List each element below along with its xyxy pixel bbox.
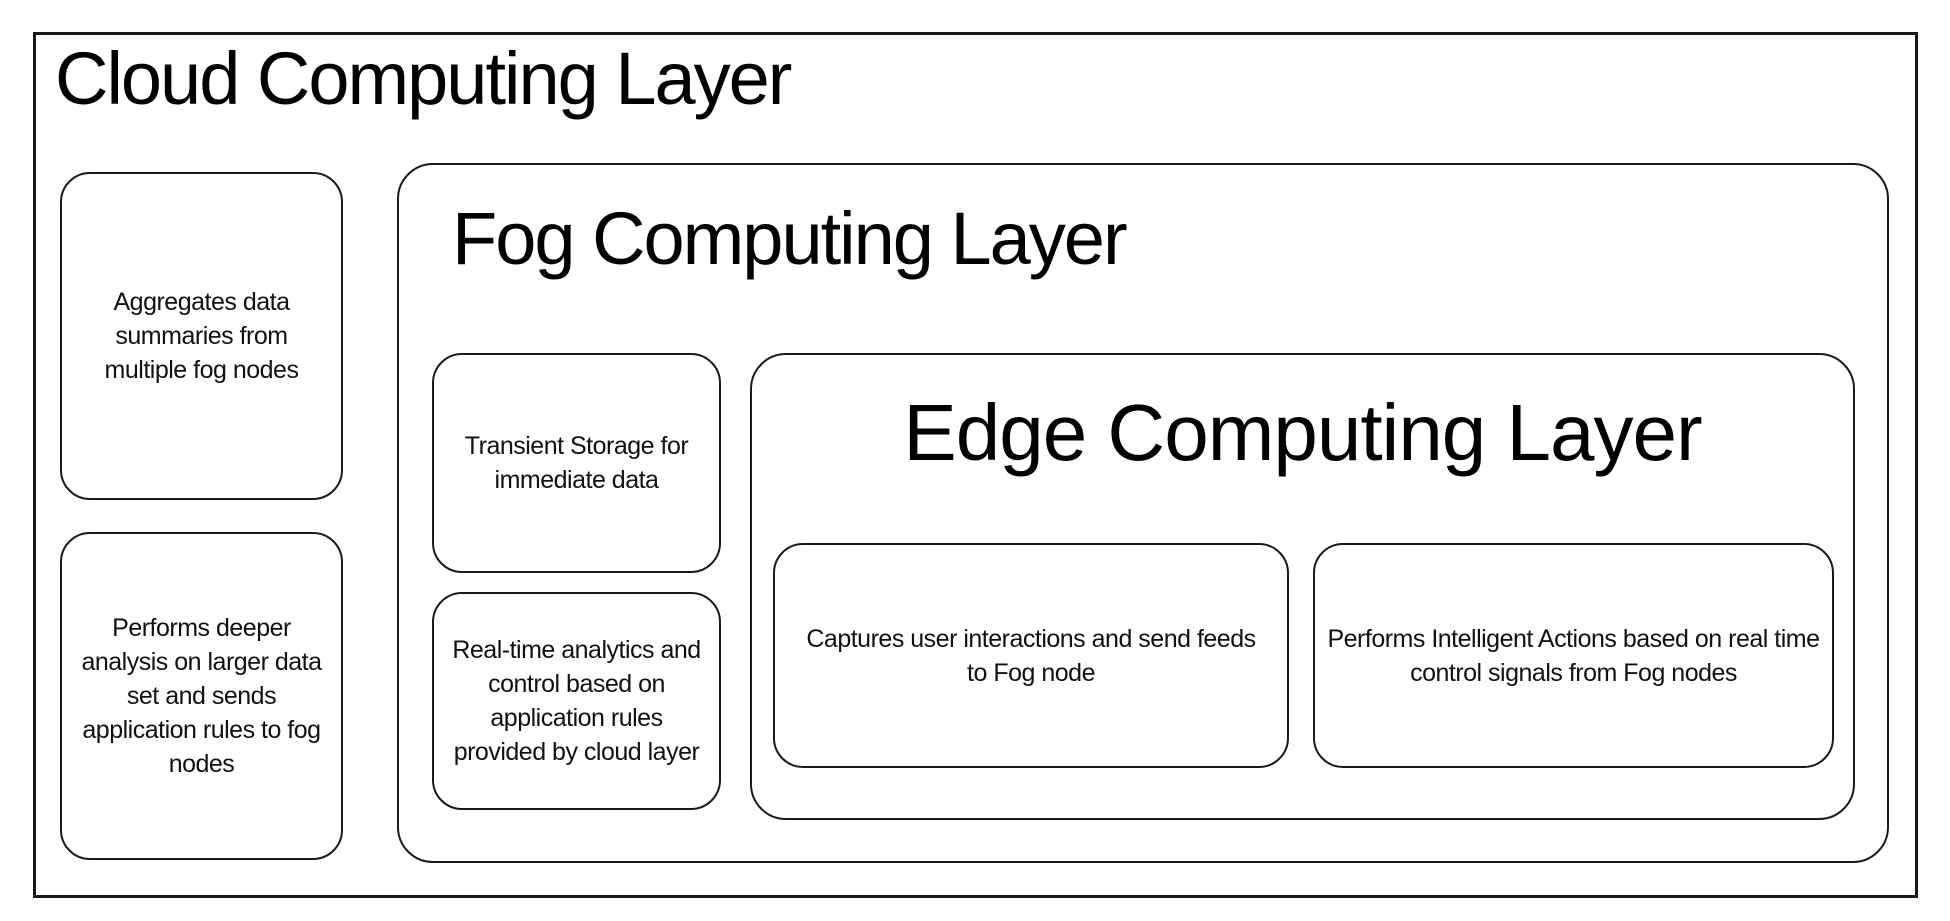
fog-note-transient-storage-text: Transient Storage for immediate data (464, 432, 689, 494)
cloud-note-aggregates-text: Aggregates data summaries from multiple … (104, 288, 299, 384)
edge-layer-title: Edge Computing Layer (903, 388, 1702, 477)
cloud-note-deeper-analysis-text: Performs deeper analysis on larger data … (81, 614, 322, 778)
edge-note-intelligent-actions-text: Performs Intelligent Actions based on re… (1327, 624, 1820, 687)
fog-computing-layer-box: Fog Computing Layer Transient Storage fo… (397, 163, 1889, 863)
edge-note-intelligent-actions: Performs Intelligent Actions based on re… (1313, 543, 1834, 768)
edge-computing-layer-box: Edge Computing Layer Captures user inter… (750, 353, 1855, 820)
fog-layer-title: Fog Computing Layer (452, 197, 1128, 280)
cloud-note-aggregates: Aggregates data summaries from multiple … (60, 172, 343, 500)
cloud-computing-layer-box: Cloud Computing Layer Aggregates data su… (33, 32, 1918, 898)
fog-note-transient-storage: Transient Storage for immediate data (432, 353, 721, 573)
fog-note-realtime-analytics-text: Real-time analytics and control based on… (452, 636, 701, 766)
fog-note-realtime-analytics: Real-time analytics and control based on… (432, 592, 721, 810)
edge-note-captures-interactions: Captures user interactions and send feed… (773, 543, 1289, 768)
cloud-note-deeper-analysis: Performs deeper analysis on larger data … (60, 532, 343, 860)
edge-note-captures-interactions-text: Captures user interactions and send feed… (806, 624, 1256, 687)
cloud-layer-title: Cloud Computing Layer (55, 37, 792, 120)
